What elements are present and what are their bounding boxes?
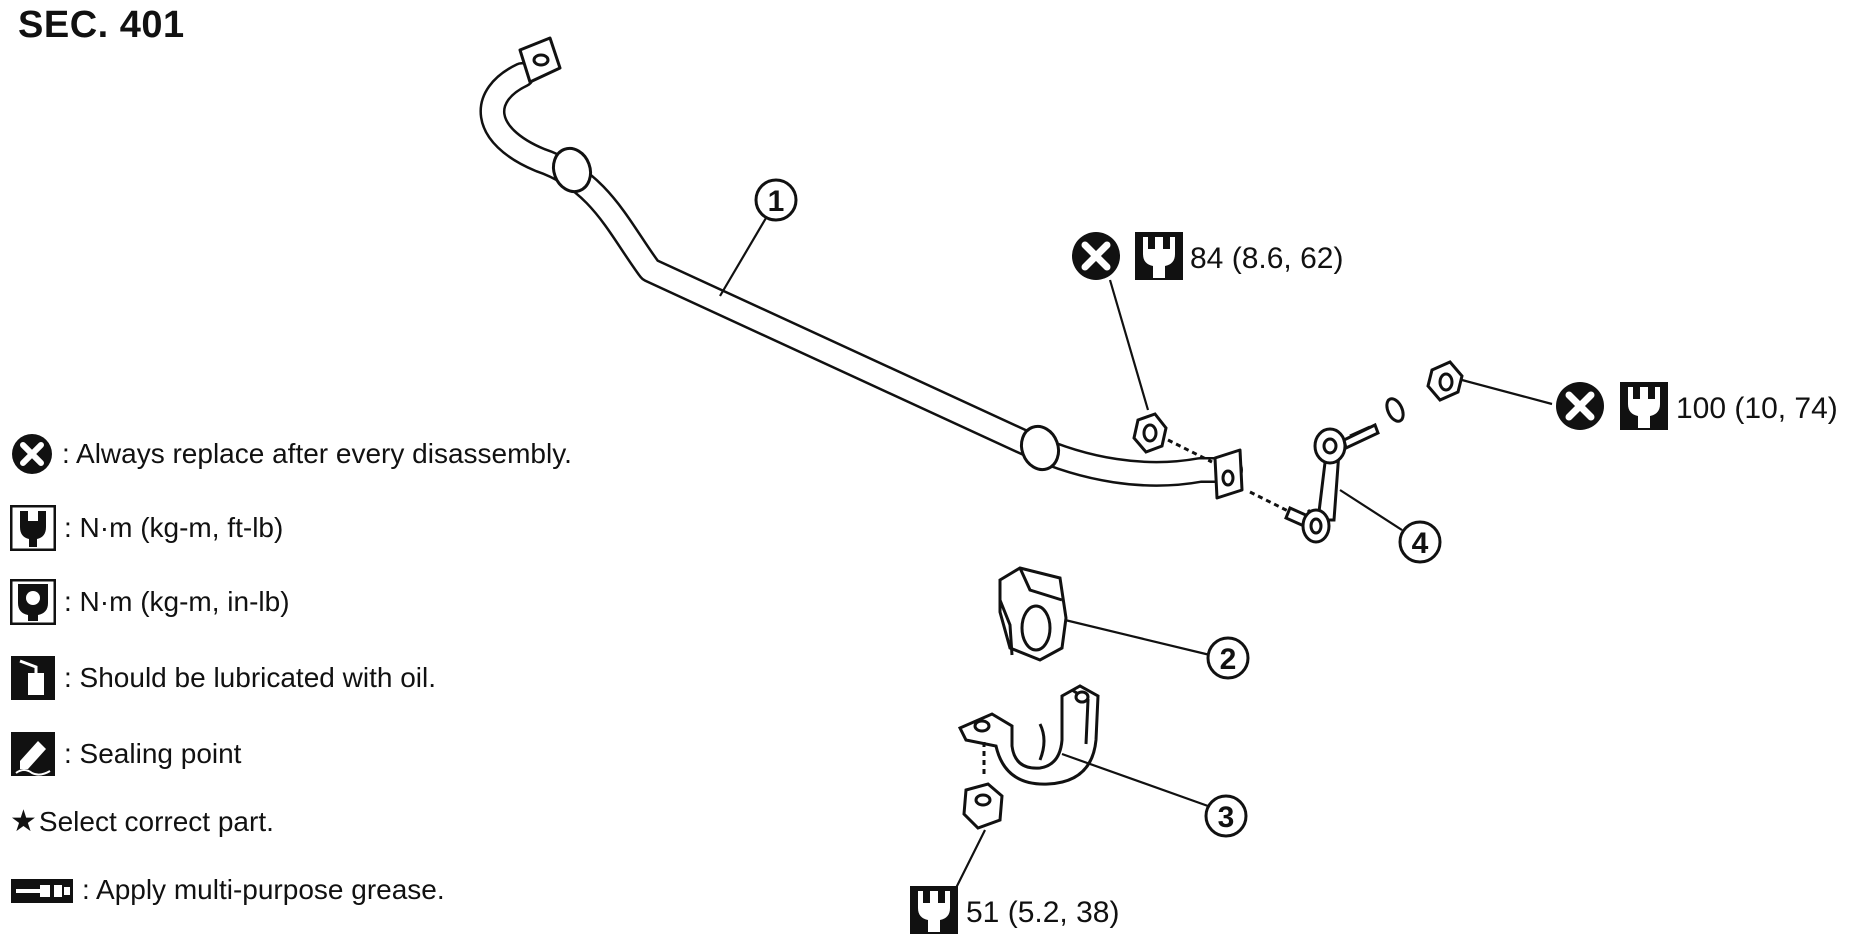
bushing	[998, 566, 1068, 662]
torque-clamp: 51 (5.2, 38)	[910, 886, 1119, 934]
wrench-icon	[1135, 232, 1183, 280]
bar-bushing-ring-right	[1019, 424, 1061, 472]
callout-1-label: 1	[768, 185, 785, 218]
legend-text: : Always replace after every disassembly…	[62, 438, 572, 469]
replace-x-icon	[1556, 382, 1604, 430]
stabilizer-bar	[479, 36, 1244, 500]
legend-text: : Apply multi-purpose grease.	[82, 874, 445, 905]
legend-text: : Should be lubricated with oil.	[64, 662, 436, 693]
bar-end-bracket-top	[518, 36, 562, 84]
connecting-rod	[1249, 422, 1380, 544]
legend-text: : N·m (kg-m, ft-lb)	[64, 512, 284, 543]
legend-text: : Sealing point	[64, 738, 242, 769]
torque-clamp-value: 51 (5.2, 38)	[966, 896, 1119, 929]
callout-4: 4	[1398, 520, 1442, 564]
callout-3: 3	[1204, 794, 1248, 838]
legend-item-star: ★ Select correct part.	[10, 798, 274, 846]
callout-2-label: 2	[1220, 643, 1237, 676]
washer	[1385, 397, 1405, 423]
grease-gun-icon	[11, 879, 73, 903]
clamp	[957, 684, 1100, 786]
wrench-icon	[1620, 382, 1668, 430]
torque-upper: 84 (8.6, 62)	[1072, 232, 1343, 280]
legend-item-oil: : Should be lubricated with oil.	[10, 654, 436, 702]
callout-2: 2	[1206, 636, 1250, 680]
rod-nut	[1426, 360, 1464, 402]
torque-upper-value: 84 (8.6, 62)	[1190, 242, 1343, 275]
oil-can-icon	[11, 656, 55, 700]
upper-nut	[1132, 412, 1213, 464]
clamp-nut	[962, 782, 1004, 830]
replace-x-icon	[12, 434, 52, 474]
legend-text: : N·m (kg-m, in-lb)	[64, 586, 290, 617]
bar-bushing-ring-left	[551, 146, 593, 194]
legend-item-replace: : Always replace after every disassembly…	[10, 430, 572, 478]
star-icon: ★	[10, 805, 37, 838]
leader-lines	[719, 217, 1553, 901]
legend-item-sealing: : Sealing point	[10, 730, 241, 778]
sealing-point-icon	[11, 732, 55, 776]
torque-rod-value: 100 (10, 74)	[1676, 392, 1838, 425]
wrench-inlb-icon	[10, 579, 56, 625]
legend-item-inlb: : N·m (kg-m, in-lb)	[10, 578, 290, 626]
replace-x-icon	[1072, 232, 1120, 280]
legend-item-grease: : Apply multi-purpose grease.	[10, 866, 445, 914]
wrench-icon	[910, 886, 958, 934]
torque-rod: 100 (10, 74)	[1556, 382, 1838, 430]
section-title: SEC. 401	[18, 4, 185, 46]
wrench-ftlb-icon	[10, 505, 56, 551]
legend-text: Select correct part.	[38, 806, 274, 837]
bar-end-bracket-right	[1213, 448, 1244, 500]
callout-4-label: 4	[1412, 527, 1429, 560]
legend-item-ftlb: : N·m (kg-m, ft-lb)	[10, 504, 283, 552]
callout-3-label: 3	[1218, 801, 1235, 834]
callout-1: 1	[754, 178, 798, 222]
